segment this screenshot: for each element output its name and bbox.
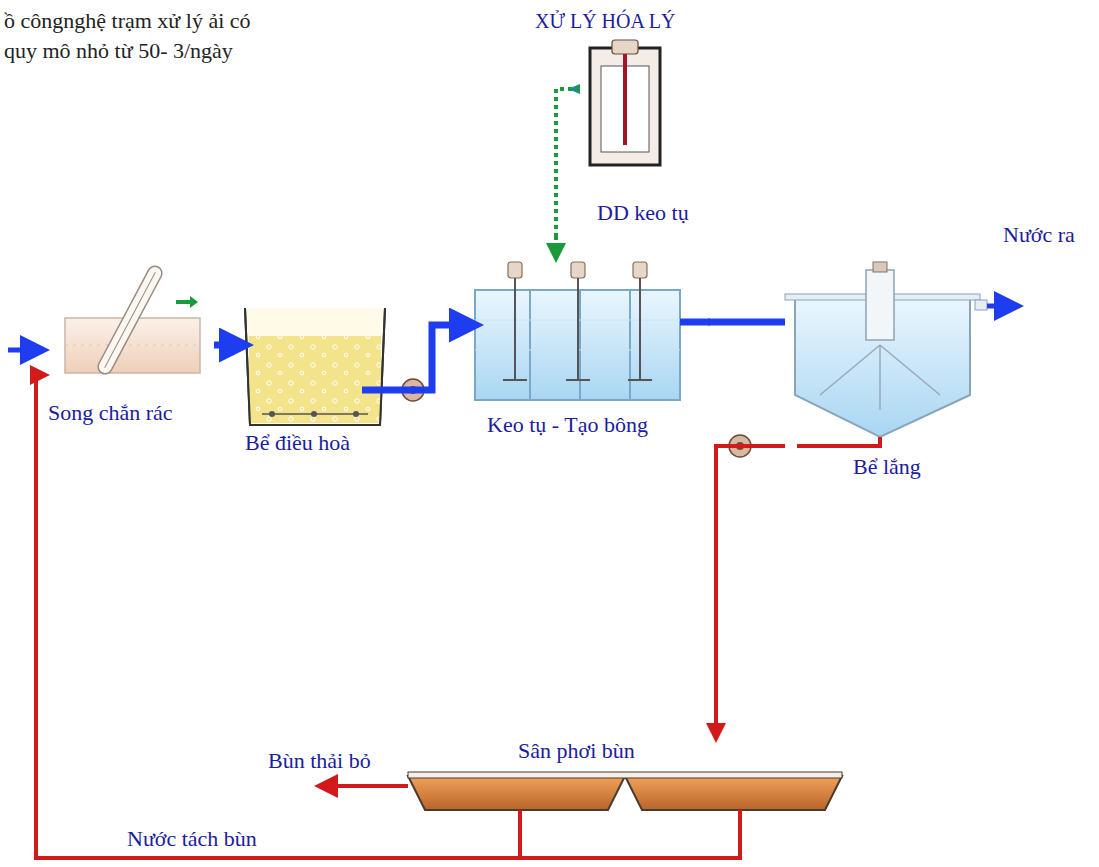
settling-tank-part xyxy=(873,262,887,272)
sludge-drying-bed xyxy=(322,772,842,858)
outflow-arrow-part xyxy=(987,304,1014,309)
coagulation-tank-part xyxy=(579,290,581,400)
unit-label: Song chắn rác xyxy=(48,400,173,426)
settling-tank-part xyxy=(820,345,940,410)
outflow-arrow xyxy=(987,306,1014,307)
coagulation-tank-part-part xyxy=(571,262,585,278)
bar-screen-part-part xyxy=(96,264,165,377)
equalization-tank-part xyxy=(353,411,359,417)
flow-connector xyxy=(394,325,470,390)
settling-tank-part xyxy=(797,444,882,448)
coagulation-tank-part-part xyxy=(628,379,652,381)
coagulation-tank-part-part xyxy=(508,262,522,278)
flow-label: Nước ra xyxy=(1003,222,1075,248)
unit-label: Sân phơi bùn xyxy=(518,738,635,764)
settling-tank xyxy=(785,262,987,446)
unit-label: Keo tụ - Tạo bông xyxy=(487,412,648,438)
sludge-drying-bed-part xyxy=(408,776,625,810)
flow-connector xyxy=(554,236,558,255)
chemical-tank-part xyxy=(556,89,580,236)
diagram-title: ồ côngnghệ trạm xử lý ải có quy mô nhỏ t… xyxy=(4,6,286,66)
tank-unit: Bể lắng xyxy=(785,255,987,485)
coagulation-tank-part-part xyxy=(566,379,590,381)
chemical-tank-part xyxy=(612,40,638,54)
sludge-drying-bed-part xyxy=(322,784,408,788)
unit-sublabel: DD keo tụ xyxy=(597,200,689,226)
coagulation-tank-part xyxy=(503,278,652,380)
chemical-tank-part xyxy=(623,54,627,145)
equalization-tank-part xyxy=(249,336,381,423)
coagulation-tank-part-part xyxy=(639,278,641,380)
bar-screen-part-part xyxy=(105,272,156,367)
equalization-tank-part xyxy=(362,387,394,394)
tank-unit: Keo tụ - Tạo bông xyxy=(470,255,708,441)
coagulation-tank-part-part xyxy=(633,262,647,278)
dosing-unit: XỬ LÝ HÓA LÝ DD keo tụ xyxy=(528,6,733,236)
coagulation-tank-part-part xyxy=(514,278,516,380)
equalization-tank-part xyxy=(245,308,385,425)
coagulation-tank xyxy=(475,262,710,400)
equalization-tank-part xyxy=(249,336,381,423)
connector-label: Nước tách bùn xyxy=(125,826,259,852)
coagulation-tank-part xyxy=(629,290,631,400)
unit-label: Bể điều hoà xyxy=(245,430,350,456)
settling-tank-part xyxy=(866,270,894,340)
drying-bed-unit: Sân phơi bùn xyxy=(400,735,845,832)
unit-label: XỬ LÝ HÓA LÝ xyxy=(535,8,676,34)
flow-label: Bùn thải bỏ xyxy=(268,748,371,774)
sludge-drying-bed-part xyxy=(520,810,740,858)
equalization-tank-part xyxy=(269,411,275,417)
tank-unit: Bể điều hoà xyxy=(240,300,394,460)
inflow-arrow xyxy=(8,350,40,351)
coagulation-tank-part xyxy=(680,319,710,326)
unit-label: Bể lắng xyxy=(853,454,921,480)
inflow-arrow-part xyxy=(8,348,40,353)
equalization-tank xyxy=(245,308,394,425)
equalization-tank-part xyxy=(311,411,317,417)
coagulation-tank-part-part xyxy=(577,278,579,380)
coagulation-tank-part-part xyxy=(503,379,527,381)
bar-screen-part xyxy=(65,345,200,346)
coagulation-tank-part xyxy=(508,262,647,278)
flow-connector xyxy=(214,342,240,349)
bar-screen xyxy=(65,264,200,377)
chemical-tank-part xyxy=(590,48,660,165)
sludge-drying-bed-part xyxy=(408,772,842,778)
bar-screen-part xyxy=(176,296,198,308)
flow-connector xyxy=(36,375,520,858)
flow-connector xyxy=(708,319,785,326)
sludge-drying-bed-part xyxy=(518,810,522,832)
sludge-drying-bed-part xyxy=(625,776,842,810)
equalization-tank-part xyxy=(245,308,385,425)
coagulation-tank-part xyxy=(529,290,531,400)
screen-unit: Song chắn rác xyxy=(42,268,214,430)
flow-connector xyxy=(716,446,785,735)
bar-screen-part xyxy=(96,264,165,377)
settling-tank-part xyxy=(975,300,987,310)
